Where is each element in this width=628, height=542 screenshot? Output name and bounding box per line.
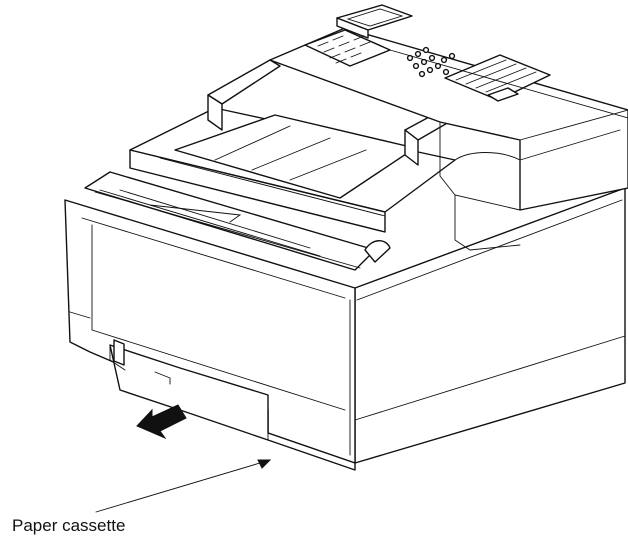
callout-leader xyxy=(95,459,272,513)
release-latch xyxy=(364,240,391,263)
one-touch-panel xyxy=(444,54,551,102)
callout-label-paper-cassette: Paper cassette xyxy=(12,516,126,535)
printer-body xyxy=(64,187,626,464)
document-tray xyxy=(129,107,456,233)
pull-direction-arrow-icon xyxy=(136,404,187,440)
paper-cassette xyxy=(109,339,356,471)
upper-housing xyxy=(269,27,628,251)
operation-panel xyxy=(304,4,628,119)
